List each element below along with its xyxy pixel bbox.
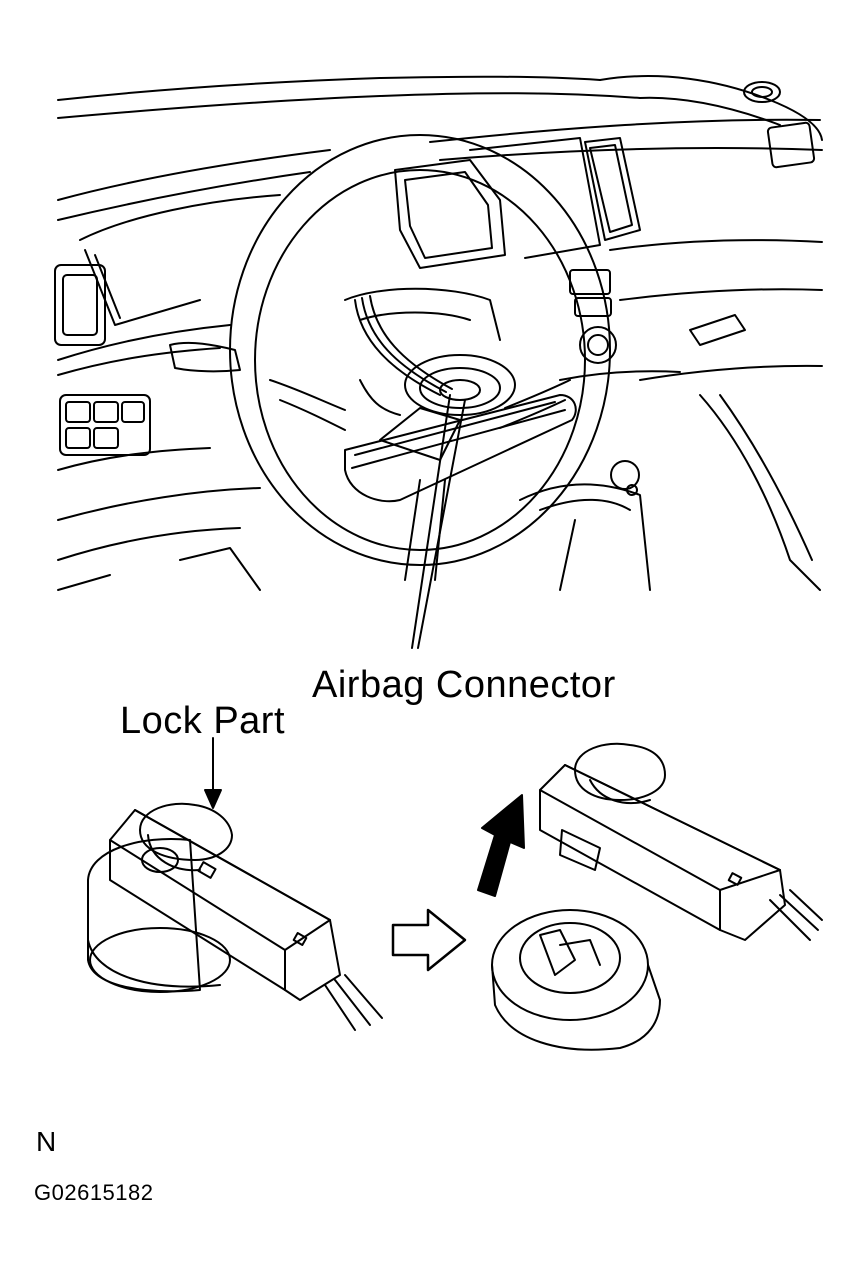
up-arrow-icon bbox=[478, 795, 524, 896]
airbag-connector-leader bbox=[412, 395, 465, 648]
dashboard-illustration bbox=[55, 76, 822, 590]
hollow-arrow-icon bbox=[393, 910, 465, 970]
airbag-module bbox=[345, 296, 576, 501]
lock-part-label: Lock Part bbox=[120, 700, 286, 742]
airbag-connector-label: Airbag Connector bbox=[312, 664, 616, 706]
orientation-mark: N bbox=[36, 1126, 57, 1157]
figure-code: G02615182 bbox=[34, 1180, 154, 1205]
steering-wheel bbox=[230, 135, 610, 580]
connector-released bbox=[492, 744, 822, 1050]
lock-part-arrow bbox=[205, 738, 221, 808]
connector-locked bbox=[88, 804, 382, 1030]
